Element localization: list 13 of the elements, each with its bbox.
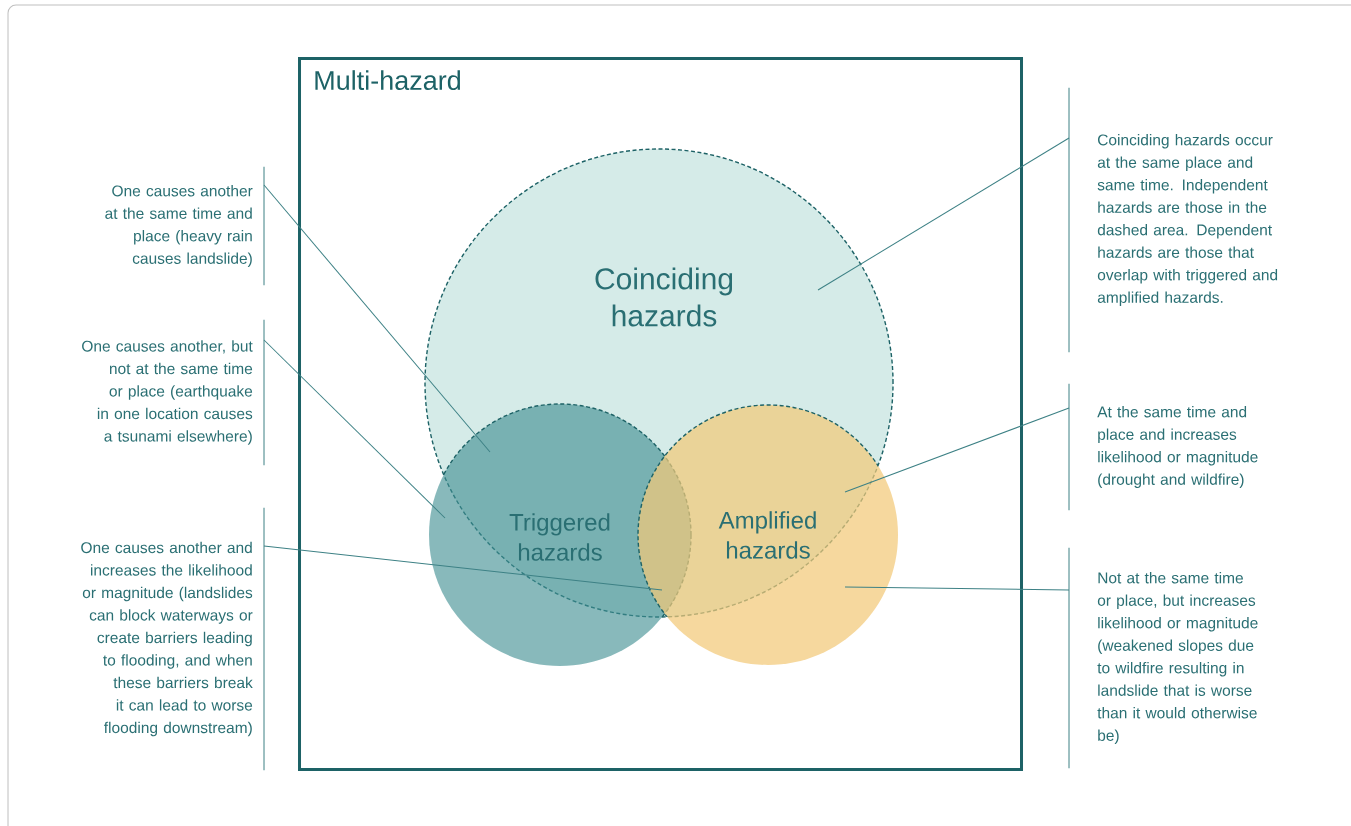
annotation-text: One causes another and increases the likelihood or magnitude (landslides can block waterways or create barriers leading to flooding, and when these barriers break it can lead to worse flooding downstream) xyxy=(81,507,265,771)
annotation-text: Not at the same time or place, but increases likelihood or magnitude (weakened slopes due to wildfire resulting in landslide that is worse than it would otherwise be) xyxy=(1068,547,1258,769)
leader-line xyxy=(263,339,446,519)
leader-line xyxy=(844,407,1070,493)
leader-line xyxy=(263,545,663,591)
leader-line xyxy=(844,586,1070,591)
box-title: Multi-hazard xyxy=(315,70,460,91)
annotation-text: At the same time and place and increases likelihood or magnitude (drought and wildfire) xyxy=(1068,383,1258,511)
annotation-text: Coinciding hazards occur at the same place and same time. Independent hazards are those in the dashed area. Dependent hazards are those that overlap with triggered and amplified hazards. xyxy=(1068,87,1278,353)
annotation-text: One causes another, but not at the same time or place (earthquake in one location causes a tsunami elsewhere) xyxy=(82,319,265,466)
annotation-text: One causes another at the same time and place (heavy rain causes landslide) xyxy=(105,166,265,286)
leader-line xyxy=(263,184,491,453)
leader-line xyxy=(817,137,1070,291)
